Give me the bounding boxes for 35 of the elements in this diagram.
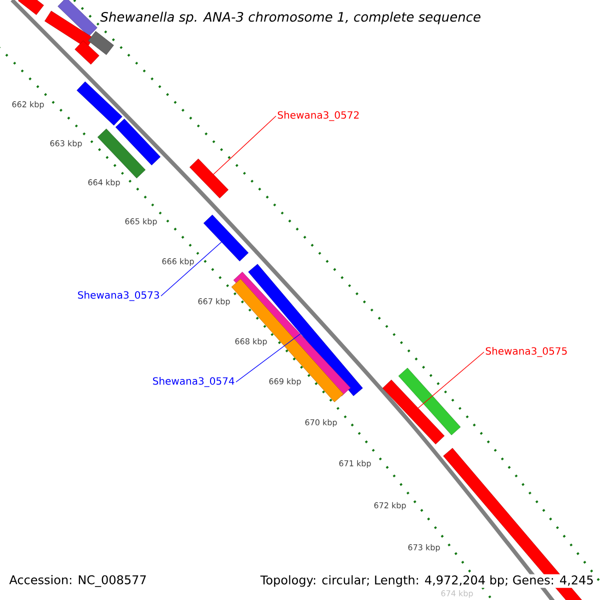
gene-feature	[74, 40, 100, 65]
tick-label: 668 kbp	[235, 338, 267, 346]
tick-label: 669 kbp	[269, 378, 301, 386]
gene-label: Shewana3_0574	[153, 377, 234, 387]
leader-line	[160, 242, 222, 296]
title: Shewanella sp. ANA-3 chromosome 1, complete sequence	[100, 12, 480, 24]
gene-feature	[398, 368, 461, 436]
leader-line	[418, 352, 484, 408]
gene-feature	[382, 380, 445, 444]
tick-label: 672 kbp	[374, 502, 406, 510]
gene-feature	[203, 214, 249, 262]
gene-feature	[190, 158, 228, 198]
gene-label: Shewana3_0572	[278, 111, 359, 121]
gene-feature	[18, 0, 44, 15]
tick-label: 670 kbp	[305, 419, 337, 427]
accession-text: Accession: NC_008577	[9, 575, 146, 587]
tick-label: 667 kbp	[198, 298, 230, 306]
gene-label: Shewana3_0575	[486, 347, 567, 357]
tick-label: 663 kbp	[50, 140, 82, 148]
tick-label: 662 kbp	[12, 101, 44, 109]
leader-line	[236, 333, 301, 382]
tick-label: 674 kbp	[441, 590, 473, 598]
gene-feature	[248, 264, 363, 396]
gene-feature	[97, 128, 146, 178]
gene-label: Shewana3_0573	[78, 291, 159, 301]
gene-feature	[58, 0, 98, 36]
tick-label: 664 kbp	[88, 179, 120, 187]
gene-feature	[88, 31, 114, 55]
summary-text: Topology: circular; Length: 4,972,204 bp; Genes: 4,245	[259, 574, 595, 588]
tick-label: 666 kbp	[162, 258, 194, 266]
tick-label: 665 kbp	[125, 218, 157, 226]
leader-line	[213, 116, 276, 175]
tick-label: 671 kbp	[339, 460, 371, 468]
gene-feature	[115, 118, 161, 166]
gene-feature	[76, 81, 122, 126]
